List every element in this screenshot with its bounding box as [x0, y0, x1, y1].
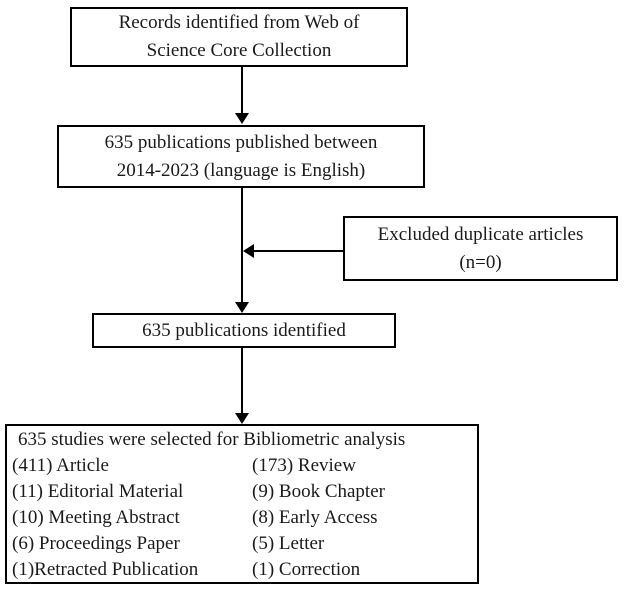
selected-box-title: 635 studies were selected for Bibliometr… — [18, 429, 406, 450]
connector-line — [241, 187, 243, 303]
type-retracted-publication: (1)Retracted Publication — [12, 559, 199, 580]
connector-line — [241, 346, 243, 414]
publication-type-row: (11) Editorial Material (9) Book Chapter — [12, 479, 471, 505]
left-arrowhead-icon — [243, 244, 254, 258]
selected-box: 635 studies were selected for Bibliometr… — [5, 424, 479, 584]
publications-box-line2: 2014-2023 (language is English) — [116, 159, 366, 181]
publication-type-row: (10) Meeting Abstract (8) Early Access — [12, 505, 471, 531]
connector-line — [253, 250, 343, 252]
identified-box: 635 publications identified — [92, 313, 396, 348]
type-meeting-abstract: (10) Meeting Abstract — [12, 507, 180, 528]
down-arrowhead-icon — [235, 302, 249, 313]
type-review: (173) Review — [252, 455, 356, 476]
down-arrowhead-icon — [235, 113, 249, 124]
excluded-box: Excluded duplicate articles (n=0) — [343, 216, 618, 281]
publication-type-row: (6) Proceedings Paper (5) Letter — [12, 531, 471, 557]
type-early-access: (8) Early Access — [252, 507, 378, 528]
publications-box: 635 publications published between 2014-… — [57, 125, 425, 188]
records-box-line1: Records identified from Web of — [118, 12, 360, 33]
connector-line — [241, 66, 243, 114]
publication-type-row: (1)Retracted Publication (1) Correction — [12, 557, 471, 583]
excluded-box-line1: Excluded duplicate articles — [377, 223, 584, 245]
publication-type-row: (411) Article (173) Review — [12, 453, 471, 479]
down-arrowhead-icon — [235, 413, 249, 424]
publications-box-line1: 635 publications published between — [104, 131, 378, 153]
identified-box-text: 635 publications identified — [142, 320, 346, 341]
excluded-box-line2: (n=0) — [459, 251, 502, 273]
type-letter: (5) Letter — [252, 533, 325, 554]
records-box: Records identified from Web of Science C… — [70, 7, 408, 67]
type-editorial-material: (11) Editorial Material — [12, 481, 184, 502]
type-article: (411) Article — [12, 455, 109, 476]
type-correction: (1) Correction — [252, 559, 361, 580]
records-box-line2: Science Core Collection — [146, 40, 332, 61]
type-proceedings-paper: (6) Proceedings Paper — [12, 533, 180, 554]
type-book-chapter: (9) Book Chapter — [252, 481, 385, 502]
